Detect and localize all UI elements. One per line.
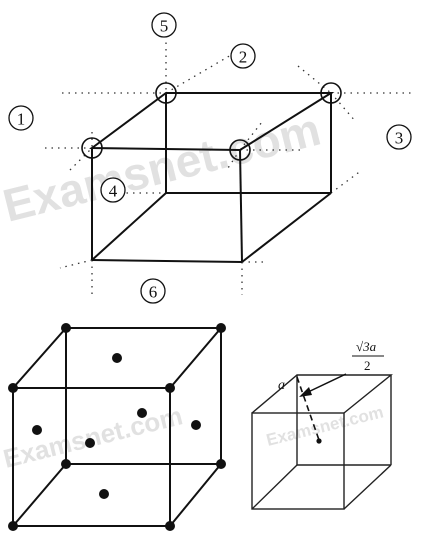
position-label-6: 6: [149, 283, 158, 302]
bcc-cube-edges: [251, 374, 393, 510]
position-marker-4: 4: [100, 177, 126, 203]
position-label-5: 5: [160, 17, 169, 36]
top-cube-diagram: 1 2 3 4 5 6: [8, 12, 412, 304]
bcc-cube-diagram: a √3a 2: [251, 339, 393, 510]
position-label-4: 4: [109, 182, 118, 201]
distance-label-numerator: √3a: [356, 339, 377, 354]
position-marker-2: 2: [230, 43, 256, 69]
position-label-2: 2: [239, 48, 248, 67]
fcc-cube-edges: [12, 327, 224, 527]
position-marker-3: 3: [386, 124, 412, 150]
dotted-axes: [45, 36, 412, 295]
fcc-face-centre-atoms: [32, 353, 201, 499]
position-label-1: 1: [17, 110, 26, 129]
cube-edges: [89, 92, 335, 263]
position-marker-5: 5: [151, 12, 177, 38]
distance-fraction-label: √3a 2: [352, 339, 384, 373]
distance-arrow: [299, 373, 347, 397]
fcc-cube-diagram: [8, 323, 226, 531]
position-marker-6: 6: [140, 278, 166, 304]
watermark-bottom-right: Examsnet.com: [264, 402, 385, 449]
watermark-layer: Examsnet.com Examsnet.com Examsnet.com: [0, 103, 385, 474]
distance-label-denominator: 2: [364, 358, 371, 373]
edge-length-label: a: [278, 378, 285, 393]
watermark-bottom-left: Examsnet.com: [0, 400, 185, 474]
fcc-corner-atoms: [8, 323, 226, 531]
position-label-3: 3: [395, 129, 404, 148]
corner-site-circles: [81, 82, 342, 161]
body-centre-atom: [316, 438, 322, 444]
half-body-diagonal: [296, 376, 320, 441]
watermark-top: Examsnet.com: [0, 103, 325, 232]
position-marker-1: 1: [8, 105, 34, 131]
